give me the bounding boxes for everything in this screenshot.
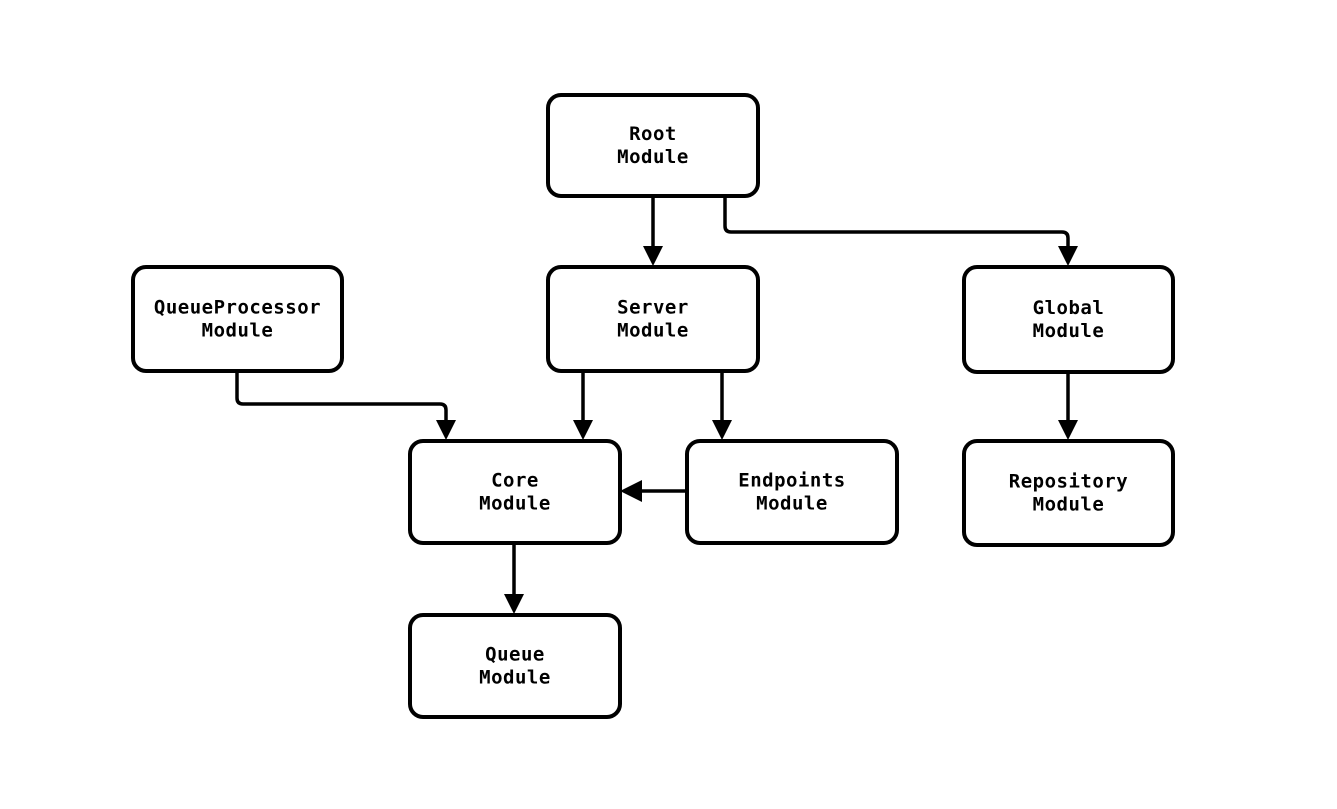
edge-server-to-endpoints: Server Module to Endpoints Module xyxy=(712,371,732,440)
node-label-line1: Endpoints xyxy=(738,470,845,492)
edge-endpoints-to-core: Endpoints Module to Core Module xyxy=(620,480,687,502)
nodes-layer: RootModuleQueueProcessorModuleServerModu… xyxy=(131,93,1175,719)
node-label-line1: Global xyxy=(1033,297,1105,319)
edge-core-to-queue: Core Module to Queue Module xyxy=(504,543,524,614)
arrow-head-icon xyxy=(573,420,593,440)
node-box[interactable] xyxy=(131,265,344,373)
arrow-head-icon xyxy=(504,594,524,614)
node-box[interactable] xyxy=(685,439,899,545)
arrow-head-icon xyxy=(712,420,732,440)
node-label-line2: Module xyxy=(202,320,274,342)
node-box[interactable] xyxy=(408,439,622,545)
edge-queueprocessor-to-core: QueueProcessor Module to Core Module xyxy=(235,371,456,440)
node-label-line1: Server xyxy=(617,297,689,319)
edge-global-to-repository: Global Module to Repository Module xyxy=(1058,372,1078,440)
node-label-line2: Module xyxy=(617,320,689,342)
node-box[interactable] xyxy=(546,265,760,373)
node-label-line1: Core xyxy=(491,470,539,492)
node-box[interactable] xyxy=(962,439,1175,547)
node-label-line1: Root xyxy=(629,123,677,145)
arrow-head-icon xyxy=(1058,246,1078,266)
edge-server-to-core: Server Module to Core Module xyxy=(573,371,593,440)
node-box[interactable] xyxy=(546,93,760,198)
node-label-line1: Repository xyxy=(1009,471,1128,493)
node-label-line2: Module xyxy=(479,667,551,689)
arrow-head-icon xyxy=(643,246,663,266)
edge-line xyxy=(235,371,448,426)
node-label-line2: Module xyxy=(1033,494,1105,516)
arrow-head-icon xyxy=(436,420,456,440)
node-label-line2: Module xyxy=(617,146,689,168)
node-box[interactable] xyxy=(962,265,1175,374)
edge-line xyxy=(723,196,1070,252)
arrow-head-icon xyxy=(620,480,642,502)
node-box[interactable] xyxy=(408,613,622,719)
node-label-line1: Queue xyxy=(485,644,545,666)
node-label-line2: Module xyxy=(1033,320,1105,342)
node-label-line1: QueueProcessor xyxy=(154,297,321,319)
edge-root-to-global: Root Module to Global Module xyxy=(723,196,1078,266)
node-label-line2: Module xyxy=(479,493,551,515)
edge-root-to-server: Root Module to Server Module xyxy=(643,196,663,266)
edges-layer: Root Module to Server Module Root Module … xyxy=(235,196,1078,614)
node-label-line2: Module xyxy=(756,493,828,515)
arrow-head-icon xyxy=(1058,420,1078,440)
